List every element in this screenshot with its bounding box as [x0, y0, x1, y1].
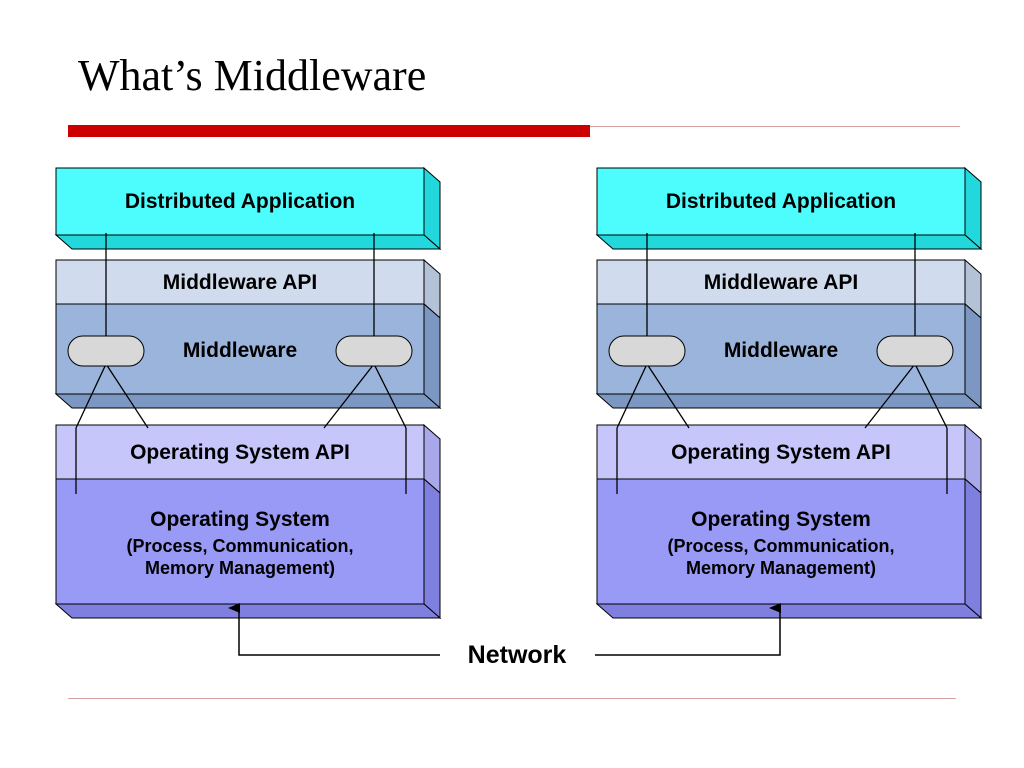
title-underline-thick	[68, 125, 590, 137]
application-layer: Distributed Application	[595, 166, 983, 251]
os-bottom	[54, 603, 442, 619]
network-line-left	[228, 603, 440, 656]
middleware-api-front	[55, 259, 425, 305]
os-label-line2: (Process, Communication,	[667, 536, 894, 556]
os-front	[55, 478, 425, 605]
middleware-side	[423, 302, 441, 410]
network-link	[228, 603, 781, 656]
os-api-label: Operating System API	[130, 441, 350, 464]
title-underline-thin	[590, 126, 960, 127]
os-side	[423, 477, 441, 620]
os-bottom	[595, 603, 983, 619]
middleware-connector-left	[67, 335, 145, 367]
os-block: Operating System API Operating System (P…	[54, 423, 442, 620]
application-layer-bottom	[54, 234, 442, 250]
middleware-connector-right	[876, 335, 954, 367]
slide-title: What’s Middleware	[78, 51, 427, 100]
application-layer: Distributed Application	[54, 166, 442, 251]
middleware-bottom	[54, 393, 442, 409]
middleware-api-front	[596, 259, 966, 305]
middleware-label: Middleware	[183, 339, 297, 362]
application-layer-bottom	[595, 234, 983, 250]
network-label: Network	[468, 641, 567, 669]
middleware-connector-left	[608, 335, 686, 367]
middleware-api-label: Middleware API	[704, 271, 858, 294]
os-front	[596, 478, 966, 605]
os-label-line1: Operating System	[150, 508, 330, 531]
os-label-line3: Memory Management)	[686, 558, 876, 578]
middleware-label: Middleware	[724, 339, 838, 362]
middleware-api-label: Middleware API	[163, 271, 317, 294]
middleware-side	[964, 302, 982, 410]
os-side	[964, 477, 982, 620]
middleware-bottom	[595, 393, 983, 409]
footer-rule	[68, 698, 956, 699]
os-label-line3: Memory Management)	[145, 558, 335, 578]
os-block: Operating System API Operating System (P…	[595, 423, 983, 620]
connector-lines	[75, 233, 407, 494]
middleware-connector-right	[335, 335, 413, 367]
stack-right: Distributed Application Middleware API M…	[595, 166, 983, 620]
network-line-right	[595, 603, 781, 656]
application-layer-front	[596, 167, 966, 236]
application-label: Distributed Application	[666, 190, 896, 213]
os-api-label: Operating System API	[671, 441, 891, 464]
os-label-line1: Operating System	[691, 508, 871, 531]
connector-lines	[616, 233, 948, 494]
middleware-block: Middleware API Middleware	[595, 258, 983, 410]
os-label-line2: (Process, Communication,	[126, 536, 353, 556]
application-layer-front	[55, 167, 425, 236]
application-label: Distributed Application	[125, 190, 355, 213]
os-api-front	[596, 424, 966, 480]
stack-left: Distributed Application Middleware API M…	[54, 166, 442, 620]
middleware-block: Middleware API Middleware	[54, 258, 442, 410]
